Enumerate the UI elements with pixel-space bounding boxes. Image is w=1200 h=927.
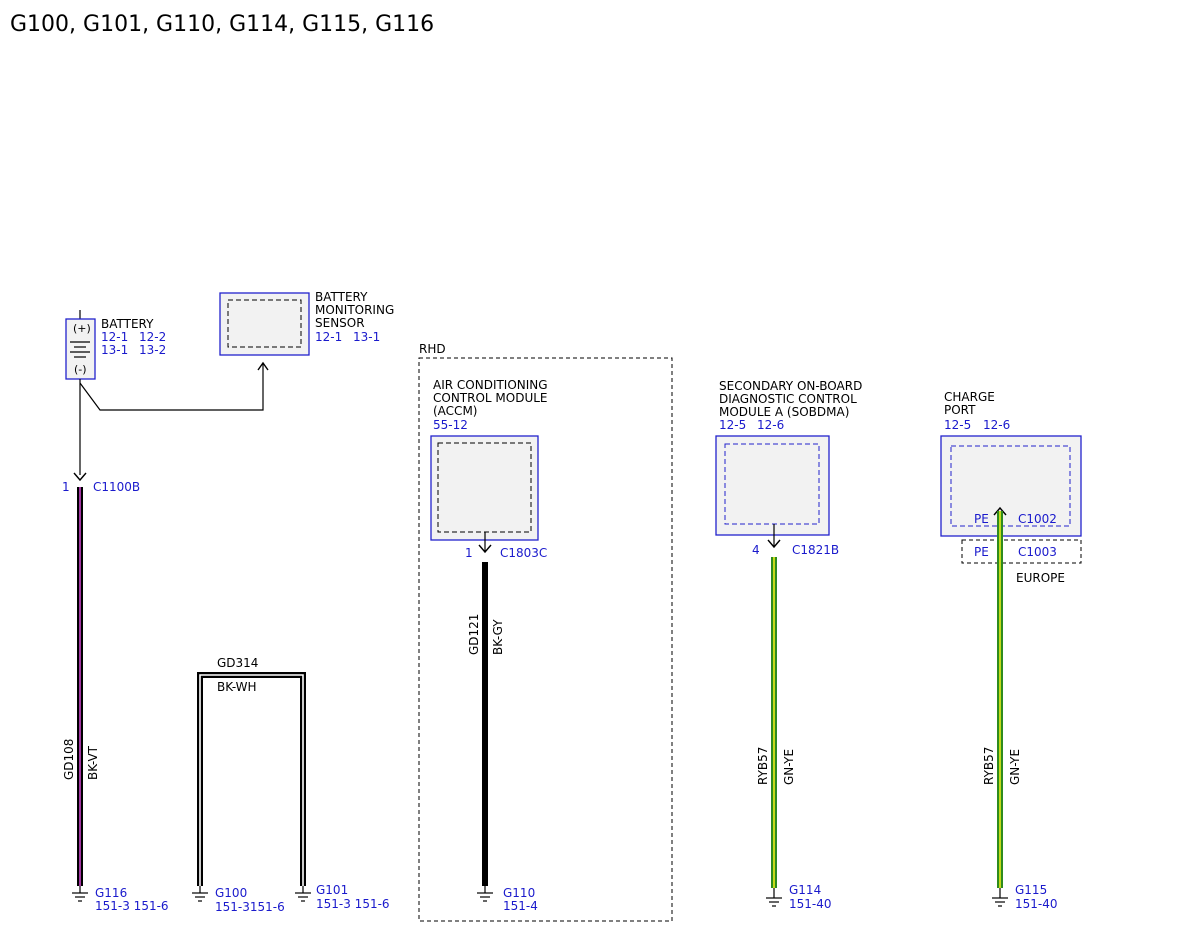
ground-g101: G101 151-3 151-6 [295, 883, 390, 911]
wire-color-label: BK-WH [217, 680, 257, 694]
charge-port-label-line: CHARGE [944, 390, 995, 404]
wire-ryb57-charge-port: RYB57 GN-YE [982, 511, 1022, 888]
sobdma-label-line: SECONDARY ON-BOARD [719, 379, 862, 393]
pin-number: PE [974, 512, 989, 526]
accm-ref: 55-12 [433, 418, 468, 432]
connector-arrow-icon [257, 361, 269, 371]
charge-port-label-line: PORT [944, 403, 976, 417]
diagram-title: G100, G101, G110, G114, G115, G116 [10, 12, 434, 37]
ground-g114: G114 151-40 [766, 883, 832, 911]
ground-refs: 151-3 151-6 [316, 897, 390, 911]
wire-gd108: GD108 BK-VT [62, 487, 100, 886]
charge-port-ref: 12-5 [944, 418, 971, 432]
charge-port-module: CHARGE PORT 12-5 12-6 PE C1002 PE C1003 … [940, 390, 1082, 585]
pin-number: 1 [465, 546, 473, 560]
battery-ref: 12-2 [139, 330, 166, 344]
ground-name: G114 [789, 883, 821, 897]
rhd-region: RHD [418, 342, 673, 922]
bms-ref: 12-1 [315, 330, 342, 344]
connector-arrow-icon [993, 506, 1007, 516]
ground-name: G101 [316, 883, 348, 897]
connector-name: C1003 [1018, 545, 1057, 559]
ground-g116: G116 151-3 151-6 [72, 886, 169, 913]
ground-icon [477, 886, 493, 902]
circuit-label: GD108 [62, 739, 76, 780]
sobdma-label-line: MODULE A (SOBDMA) [719, 405, 849, 419]
pin-number: PE [974, 545, 989, 559]
battery-positive-label: (+) [73, 322, 91, 335]
ground-name: G100 [215, 886, 247, 900]
ground-name: G116 [95, 886, 127, 900]
battery-monitoring-sensor: BATTERY MONITORING SENSOR 12-1 13-1 [219, 290, 394, 371]
connector-arrow-icon [478, 544, 492, 554]
connector-name: C1002 [1018, 512, 1057, 526]
battery-component: (+) (-) BATTERY 12-1 12-2 13-1 13-2 [65, 310, 264, 475]
connector-arrow-icon [767, 539, 781, 549]
sobdma-ref: 12-6 [757, 418, 784, 432]
wire-color-label: GN-YE [1008, 749, 1022, 785]
ground-icon [766, 888, 782, 907]
pin-number: 1 [62, 480, 70, 494]
sobdma-module: SECONDARY ON-BOARD DIAGNOSTIC CONTROL MO… [715, 379, 862, 557]
ground-icon [72, 886, 88, 902]
battery-label: BATTERY [101, 317, 154, 331]
ground-refs: 151-4 [503, 899, 538, 913]
battery-ref: 12-1 [101, 330, 128, 344]
ground-g115: G115 151-40 [992, 883, 1058, 911]
ground-g100: G100 151-3151-6 [192, 886, 285, 914]
wire-color-label: BK-VT [86, 745, 100, 780]
ground-refs: 151-40 [789, 897, 832, 911]
inline-connector-c1003 [961, 539, 1082, 564]
circuit-label: GD121 [467, 614, 481, 655]
bms-label-line: SENSOR [315, 316, 365, 330]
bms-ref: 13-1 [353, 330, 380, 344]
ground-g110: G110 151-4 [477, 886, 538, 913]
connector-arrow-icon [73, 472, 87, 482]
accm-label-line: AIR CONDITIONING [433, 378, 548, 392]
wire-ryb57-sobdma: RYB57 GN-YE [756, 557, 796, 888]
wire-gd314: GD314 BK-WH [197, 656, 306, 886]
ground-refs: 151-3 151-6 [95, 899, 169, 913]
accm-label-line: (ACCM) [433, 404, 477, 418]
ground-refs: 151-40 [1015, 897, 1058, 911]
circuit-label: RYB57 [756, 747, 770, 785]
wire-color-label: GN-YE [782, 749, 796, 785]
battery-ref: 13-1 [101, 343, 128, 357]
bms-label-line: MONITORING [315, 303, 394, 317]
ground-name: G115 [1015, 883, 1047, 897]
connector-name: C1821B [792, 543, 839, 557]
region-note: EUROPE [1016, 571, 1065, 585]
wire-gd121: GD121 BK-GY [467, 562, 505, 886]
bms-label-line: BATTERY [315, 290, 368, 304]
ground-icon [992, 888, 1008, 907]
charge-port-ref: 12-6 [983, 418, 1010, 432]
ground-icon [192, 886, 208, 902]
accm-label-line: CONTROL MODULE [433, 391, 548, 405]
circuit-label: GD314 [217, 656, 258, 670]
ground-icon [295, 886, 311, 902]
ground-refs: 151-3151-6 [215, 900, 285, 914]
pin-number: 4 [752, 543, 760, 557]
connector-name: C1803C [500, 546, 547, 560]
connector-c1100b: 1 C1100B [62, 472, 140, 494]
battery-ref: 13-2 [139, 343, 166, 357]
circuit-label: RYB57 [982, 747, 996, 785]
ground-name: G110 [503, 886, 535, 900]
battery-cell-icon [70, 341, 90, 358]
accm-module: AIR CONDITIONING CONTROL MODULE (ACCM) 5… [430, 378, 548, 560]
sobdma-label-line: DIAGNOSTIC CONTROL [719, 392, 857, 406]
wire-color-label: BK-GY [491, 619, 505, 655]
connector-name: C1100B [93, 480, 140, 494]
region-label: RHD [419, 342, 446, 356]
sobdma-ref: 12-5 [719, 418, 746, 432]
battery-negative-label: (-) [74, 363, 87, 376]
